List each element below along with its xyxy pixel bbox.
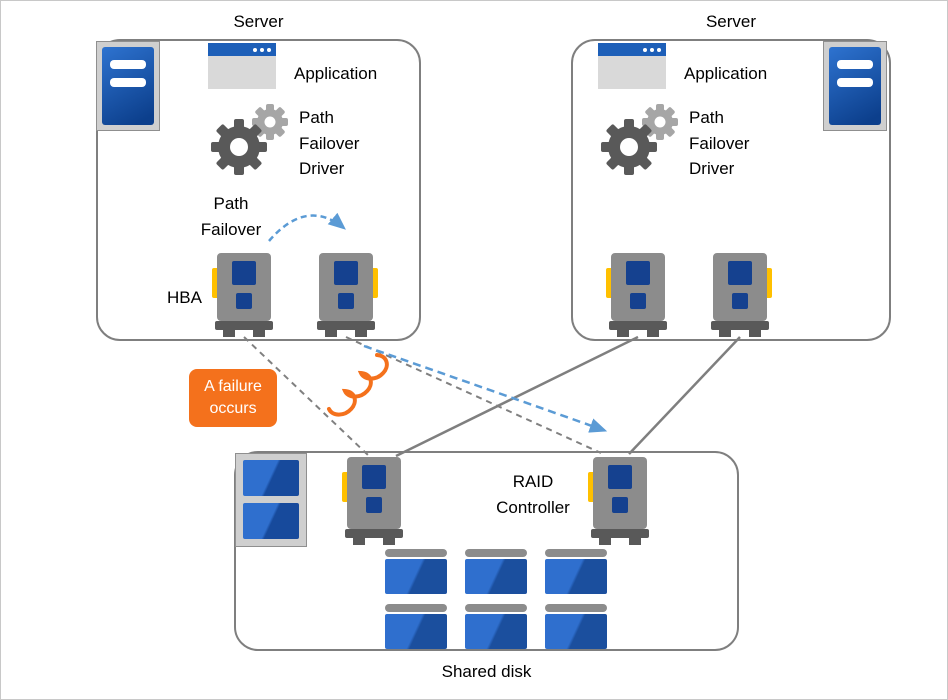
hba-card-icon [606, 253, 667, 337]
path-failover-driver-label: Path Failover Driver [299, 108, 360, 178]
server-tower-icon [823, 41, 887, 131]
application-window-icon [598, 43, 666, 89]
failover-path-arrow [363, 344, 608, 433]
path-failover-label: Path Failover [200, 194, 262, 239]
disk-icon [465, 604, 527, 649]
raid-controller-card-icon [588, 457, 649, 545]
application-label: Application [684, 64, 768, 83]
disk-icon [465, 549, 527, 594]
server-title-left: Server [233, 12, 284, 31]
server-tower-icon [96, 41, 160, 131]
hba-card-icon [711, 253, 772, 337]
gears-icon [601, 104, 678, 175]
gears-icon [211, 104, 288, 175]
storage-unit-icon [235, 453, 307, 547]
failure-badge: A failure occurs [189, 369, 277, 427]
active-path-line-2 [628, 336, 741, 455]
disk-icon [545, 604, 607, 649]
server-title-right: Server [705, 12, 757, 31]
application-label: Application [294, 64, 378, 83]
path-failover-driver-label: Path Failover Driver [689, 108, 750, 178]
disk-icon [545, 549, 607, 594]
hba-card-icon [212, 253, 273, 337]
raid-controller-card-icon [342, 457, 403, 545]
hba-label: HBA [167, 288, 202, 307]
disk-icon [385, 549, 447, 594]
disk-icon [385, 604, 447, 649]
disk-array [385, 549, 607, 649]
hba-card-icon [317, 253, 378, 337]
failed-path-line-2 [345, 336, 602, 454]
failure-coil-icon [327, 353, 389, 417]
application-window-icon [208, 43, 276, 89]
shared-disk-label: Shared disk [441, 662, 532, 681]
raid-controller-label: RAID Controller [496, 472, 570, 517]
active-path-line-1 [395, 335, 639, 458]
